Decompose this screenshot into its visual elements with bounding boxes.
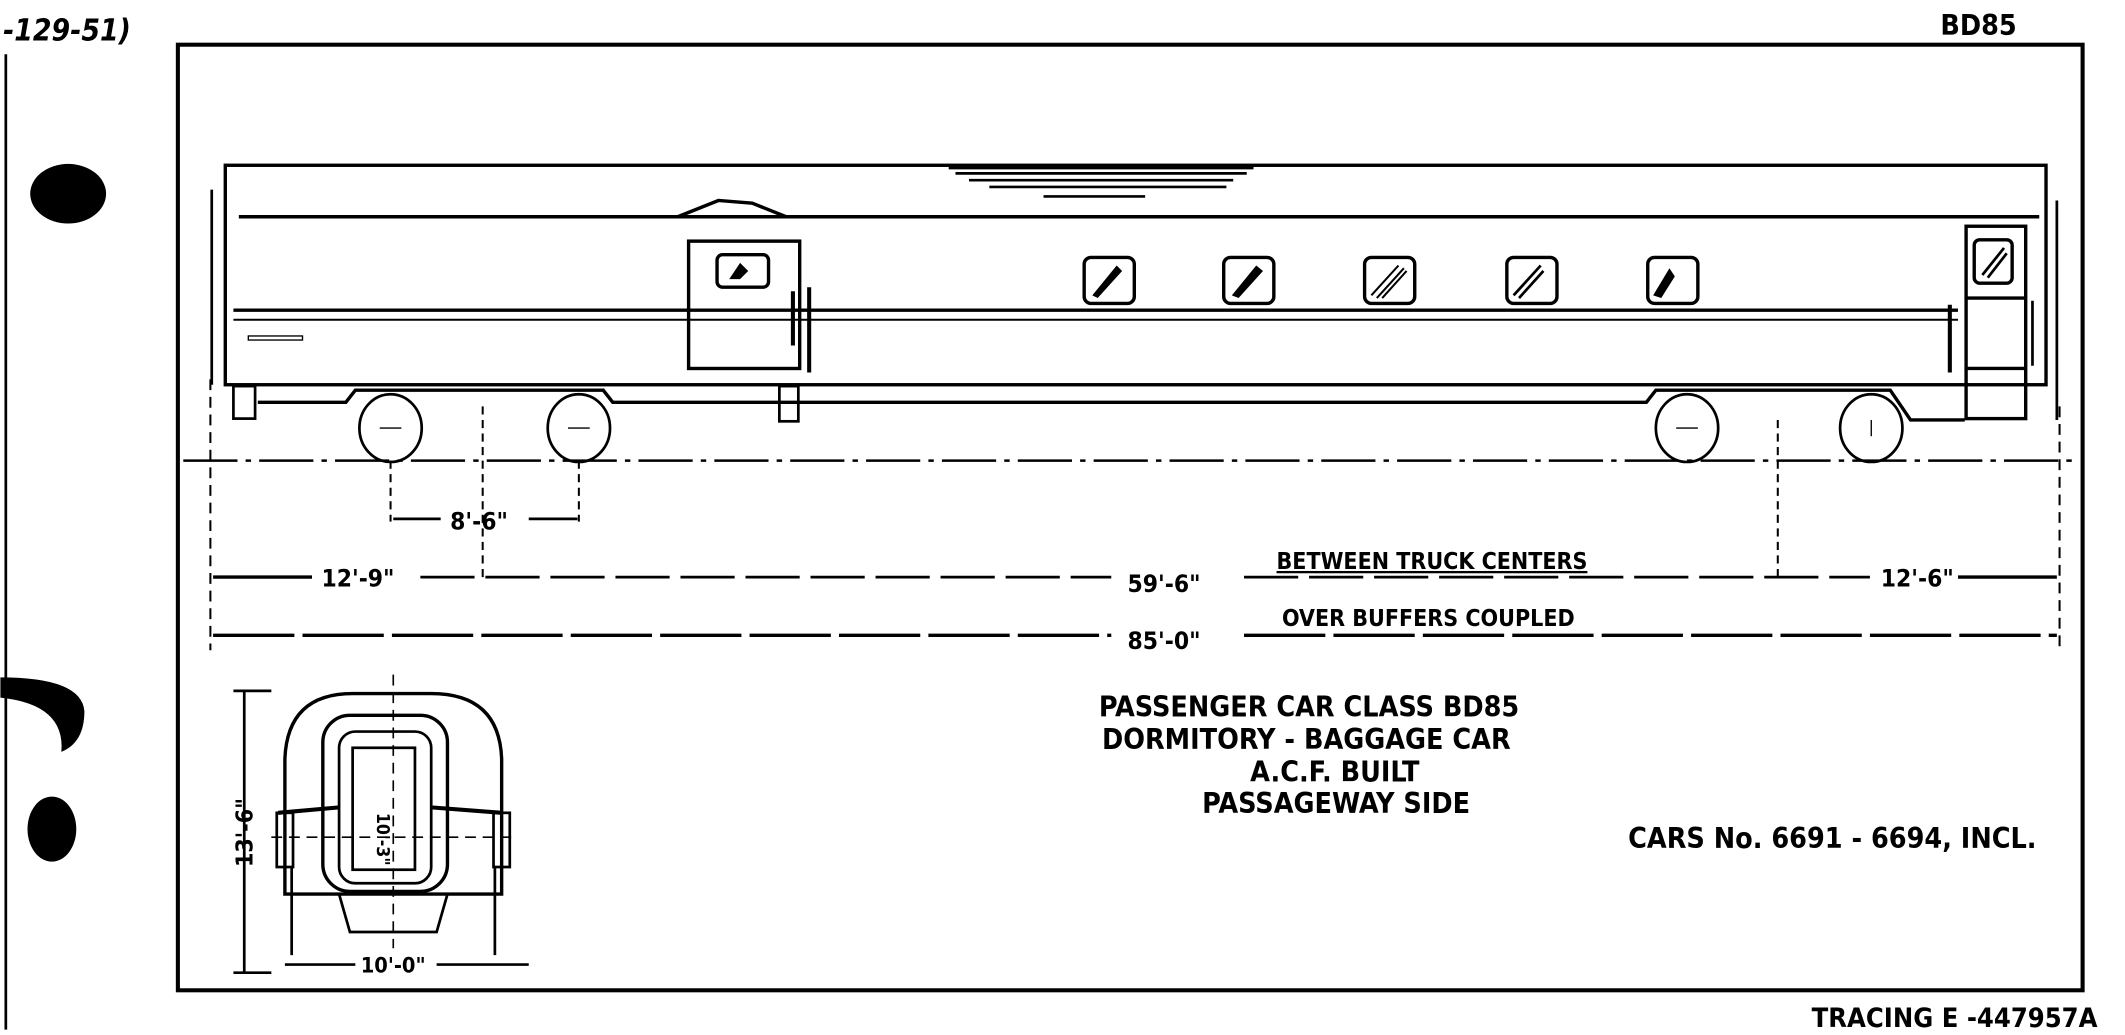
front-truck [358,392,612,464]
car-numbers: CARS No. 6691 - 6694, INCL. [1628,822,2036,855]
title-line-2: DORMITORY - BAGGAGE CAR [1102,723,1511,756]
binder-hole-middle [0,677,85,752]
title-line-1: PASSENGER CAR CLASS BD85 [1099,691,1519,724]
rear-truck [1654,392,1904,464]
end-width-label-background [355,952,437,979]
binder-hole-top [30,163,107,224]
vestibule-door [1947,224,2034,421]
overall-length-dimension: 85'-0" [1128,626,1201,655]
window [1082,255,1136,306]
end-height-dimension: 13'-6" [232,798,258,867]
class-code: BD85 [1940,9,2016,42]
end-width-dimension: 10'-0" [361,954,426,979]
drawing-frame [175,42,2085,993]
truck-centers-label: BETWEEN TRUCK CENTERS [1277,549,1588,575]
tracing-number: TRACING E -447957A [1812,1003,2098,1034]
window [1362,255,1417,306]
front-overhang-dimension: 12'-9" [321,564,394,593]
window-row [1082,255,1700,306]
dimension-lines [209,379,2061,651]
end-inner-dimension: 10'-3" [372,813,392,866]
window [1505,255,1559,306]
sheet-reference: -129-51) [3,14,131,49]
binder-hole-bottom [27,796,77,862]
truck-wheelbase-dimension: 8'-6" [450,507,508,536]
truck-centers-dimension: 59'-6" [1128,569,1201,598]
baggage-door [686,239,812,373]
rear-overhang-dimension: 12'-6" [1881,564,1954,593]
car-side-elevation [183,163,2074,464]
window [1222,255,1276,306]
title-line-4: PASSAGEWAY SIDE [1202,787,1470,820]
overall-length-label: OVER BUFFERS COUPLED [1282,606,1575,632]
title-block: PASSENGER CAR CLASS BD85 DORMITORY - BAG… [1099,691,2037,855]
title-line-3: A.C.F. BUILT [1250,756,1420,789]
window [1646,255,1700,306]
car-end-elevation [233,674,529,979]
